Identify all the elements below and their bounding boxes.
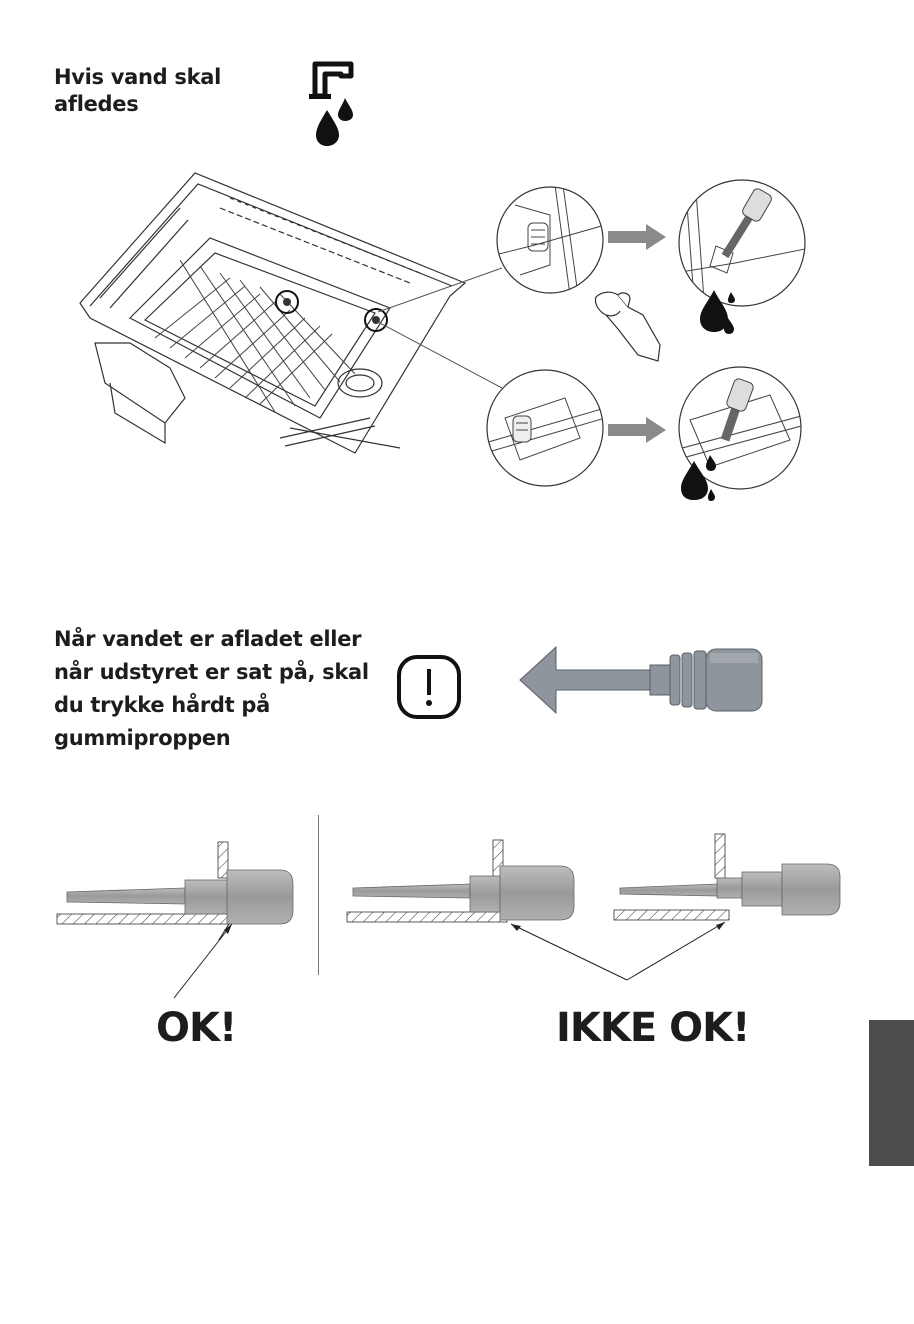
hand-pinch-icon — [588, 285, 668, 365]
not-ok-label: IKKE OK! — [556, 1004, 749, 1052]
ok-label: OK! — [156, 1004, 236, 1052]
rubber-plug-illustration — [510, 635, 770, 725]
cross-section-not-ok-2 — [612, 832, 847, 932]
detail-bottom-before — [485, 368, 605, 488]
press-plug-heading: Når vandet er afladet eller når udstyret… — [54, 623, 374, 755]
detail-top-before — [495, 185, 605, 295]
drain-pipe-drop-icon — [305, 58, 365, 150]
pointer-lines-not-ok — [505, 918, 735, 988]
drain-heading: Hvis vand skal afledes — [54, 64, 274, 118]
exclamation-warning-icon — [396, 654, 462, 720]
arrow-right-icon — [608, 222, 668, 252]
pointer-line — [170, 922, 240, 1000]
water-drop-icon — [680, 455, 720, 503]
language-tab — [869, 1020, 914, 1166]
arrow-right-icon — [608, 415, 668, 445]
divider — [318, 815, 319, 975]
detail-top-after — [675, 178, 810, 313]
water-drop-icon — [698, 288, 738, 336]
